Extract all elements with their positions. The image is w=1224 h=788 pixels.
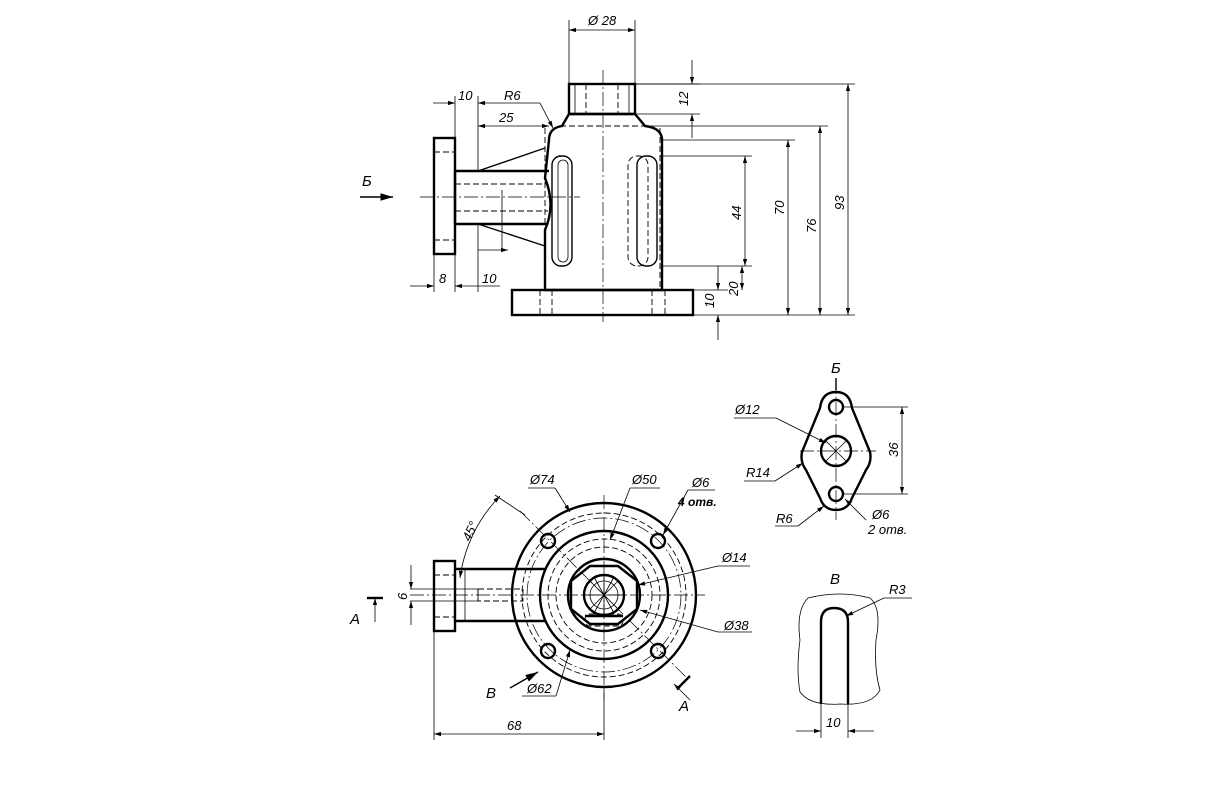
dim-45: 45°	[459, 519, 481, 543]
dim-36: 36	[886, 442, 901, 457]
mount-hole-2	[649, 532, 667, 550]
view-v-slot	[819, 606, 850, 704]
dim-d28: Ø 28	[587, 13, 617, 28]
front-view: Б Ø 28 12 10 R6 25 44 70 76	[360, 13, 855, 340]
dim-68: 68	[507, 718, 522, 733]
view-v: В 10 R3	[796, 571, 912, 738]
dim-44: 44	[729, 206, 744, 220]
view-b-title: Б	[831, 360, 841, 377]
side-flange	[432, 136, 457, 256]
dim-d50: Ø50	[631, 472, 657, 487]
dim-d14: Ø14	[721, 550, 747, 565]
mount-hole-3	[539, 642, 557, 660]
dim-d6: Ø6	[691, 475, 710, 490]
holes-note: 4 отв.	[677, 495, 717, 509]
mount-hole-1	[539, 532, 557, 550]
view-arrow-label: Б	[362, 173, 372, 190]
dim-8: 8	[439, 271, 447, 286]
dim-r6: R6	[504, 88, 521, 103]
body-outline	[543, 112, 664, 292]
holes-note-b: 2 отв.	[867, 522, 907, 537]
view-v-break-outline	[797, 593, 881, 705]
dim-r3: R3	[889, 582, 906, 597]
top-view: А А В 45° 6 68 Ø74 Ø50 Ø6 4 отв.	[349, 472, 752, 740]
dim-d38: Ø38	[723, 618, 749, 633]
dim-d6-b: Ø6	[871, 507, 890, 522]
view-v-title: В	[830, 571, 840, 588]
dim-10-base: 10	[702, 293, 717, 308]
dim-d12: Ø12	[734, 402, 760, 417]
dim-r6-b: R6	[776, 511, 793, 526]
section-a-left: А	[349, 611, 360, 628]
dim-d74: Ø74	[529, 472, 555, 487]
view-b: Б 36 Ø12 R14 R6 Ø6 2 отв.	[734, 360, 908, 537]
dim-25: 25	[498, 110, 514, 125]
pipe-flange-top	[432, 559, 457, 633]
dim-10-top: 10	[458, 88, 473, 103]
dim-76: 76	[804, 218, 819, 233]
dim-12: 12	[676, 91, 691, 106]
dim-93: 93	[832, 195, 847, 210]
dim-r14: R14	[746, 465, 770, 480]
dim-d62: Ø62	[526, 681, 552, 696]
right-slot	[636, 155, 658, 267]
hex-nut	[569, 564, 639, 626]
dim-6: 6	[395, 592, 410, 600]
view-v-arrow: В	[486, 685, 496, 702]
view-b-outline	[800, 390, 872, 512]
dim-20: 20	[726, 281, 741, 297]
dim-10-flange: 10	[482, 271, 497, 286]
left-slot	[551, 155, 573, 267]
dim-70: 70	[772, 200, 787, 215]
base-plate	[510, 288, 695, 317]
top-boss	[567, 82, 637, 116]
dim-10-v: 10	[826, 715, 841, 730]
section-a-right: А	[678, 698, 689, 715]
mount-hole-4	[649, 642, 667, 660]
